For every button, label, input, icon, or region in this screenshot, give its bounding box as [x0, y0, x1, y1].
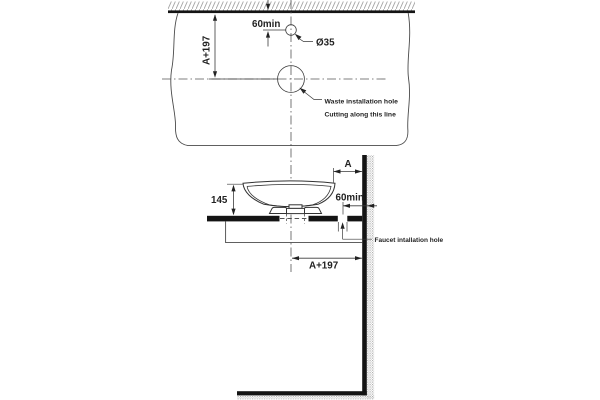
top-view: 60min Ø35 A+197 Waste installation hole …	[162, 0, 415, 272]
counter-slab	[207, 214, 363, 224]
dim-basin-height-label: 145	[211, 195, 228, 206]
basin	[242, 180, 336, 215]
basin-outer	[242, 180, 336, 208]
top-wall-hatch	[168, 1, 415, 14]
dim-center-to-wall-label: A+197	[309, 261, 339, 272]
dim-waste-offset-top: A+197	[202, 14, 278, 80]
waste-hole-label: Waste installation hole	[325, 99, 399, 106]
dim-center-to-wall: A+197	[292, 256, 363, 272]
dim-edge-to-wall: A	[333, 159, 363, 183]
dim-waste-offset-top-label: A+197	[202, 35, 213, 65]
wall-floor-hatch	[237, 155, 375, 400]
basin-foot-left	[268, 206, 289, 214]
waste-hole-note: Waste installation hole Cutting along th…	[299, 87, 399, 119]
basin-drain-base	[286, 207, 305, 215]
cutting-note-label: Cutting along this line	[325, 112, 397, 119]
basin-inner	[246, 184, 332, 208]
side-view: 145 A 60min Faucet intallation hole	[207, 155, 444, 400]
floor-section	[237, 391, 367, 396]
faucet-hole-label: Faucet intallation hole	[375, 237, 444, 244]
dim-faucet-to-wall-label: 60min	[336, 193, 364, 204]
dim-edge-to-wall-label: A	[345, 159, 352, 170]
counter-body	[225, 221, 363, 244]
dim-basin-height: 145	[211, 183, 244, 216]
basin-foot-right	[302, 206, 323, 214]
faucet-hole-note: Faucet intallation hole	[337, 222, 444, 244]
wall-section	[362, 155, 367, 396]
hole-diameter-callout: Ø35	[294, 33, 335, 49]
dim-faucet-to-wall: 60min	[336, 193, 377, 215]
hole-diameter-label: Ø35	[316, 38, 335, 49]
dim-faucet-offset-top: 60min	[252, 0, 286, 47]
dim-faucet-offset-top-label: 60min	[252, 19, 280, 30]
countertop-outline	[170, 12, 411, 147]
basin-drain-top	[288, 204, 303, 209]
